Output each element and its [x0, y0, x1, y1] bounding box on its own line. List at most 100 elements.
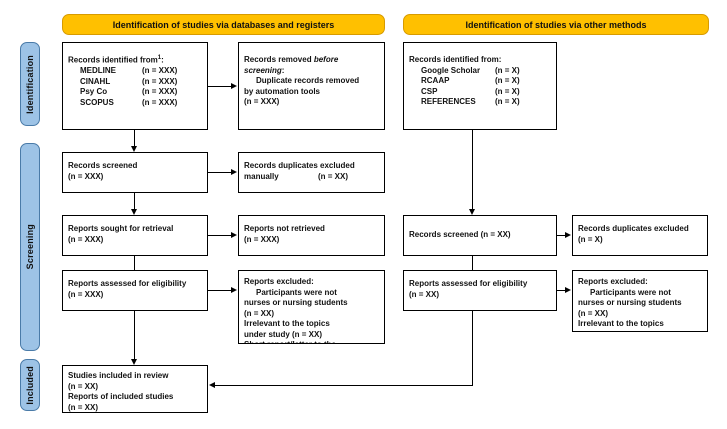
records-identified-superscript: 1: [157, 55, 162, 61]
reports-excluded-right-reason: (n = XX): [578, 308, 609, 318]
connector-screened-right-to-duplicates: [557, 235, 566, 236]
records-identified-heading: Records identified from1:: [68, 55, 164, 65]
connector-screened-right-to-assessed: [472, 256, 473, 274]
source-count: (n = XXX): [142, 66, 178, 76]
arrowhead-screened-right-to-duplicates: [565, 232, 571, 238]
arrowhead-sought-to-not-retrieved: [231, 232, 237, 238]
box-reports-excluded-left: Reports excluded: Participants were not …: [238, 270, 385, 344]
connector-right-assessed-to-included-vertical: [472, 311, 473, 385]
connector-screened-to-sought: [134, 193, 135, 211]
box-reports-assessed-left: Reports assessed for eligibility (n = XX…: [62, 270, 208, 311]
reports-not-retrieved-line-2: (n = XXX): [244, 234, 280, 244]
banner-other-label: Identification of studies via other meth…: [465, 19, 647, 30]
connector-other-identified-to-screened: [472, 130, 473, 211]
records-removed-line-1: Records removed before: [244, 55, 339, 64]
box-records-screened-right: Records screened (n = XX): [403, 215, 557, 256]
source-count: (n = X): [495, 65, 520, 75]
records-identified-other-heading: Records identified from:: [409, 55, 502, 64]
records-removed-line-4: by automation tools: [244, 86, 320, 96]
reports-excluded-left-reason: Irrelevant to the topics: [244, 319, 330, 329]
arrowhead-screened-to-sought: [131, 209, 137, 215]
studies-included-line-1: Studies included in review: [68, 371, 169, 380]
records-screened-left-line-1: Records screened: [68, 161, 138, 170]
duplicates-right-line-1: Records duplicates excluded: [578, 224, 689, 233]
connector-assessed-to-excluded-left: [208, 290, 232, 291]
reports-excluded-right-reason: Participants were not: [590, 287, 671, 297]
source-row: REFERENCES (n = X): [409, 97, 551, 108]
source-count: (n = XXX): [142, 97, 178, 107]
source-name: REFERENCES: [421, 97, 476, 107]
source-name: CINAHL: [80, 76, 111, 86]
reports-excluded-left-reason: (n = XX): [244, 308, 275, 318]
reports-excluded-right-heading: Reports excluded:: [578, 277, 648, 286]
source-row: CINAHL (n = XXX): [68, 77, 202, 88]
reports-sought-line-1: Reports sought for retrieval: [68, 224, 174, 233]
box-records-identified-other: Records identified from: Google Scholar …: [403, 42, 557, 130]
source-name: Google Scholar: [421, 65, 481, 75]
connector-identified-to-removed: [208, 86, 232, 87]
phase-bar-identification: Identification: [20, 42, 40, 126]
reports-not-retrieved-line-1: Reports not retrieved: [244, 224, 325, 233]
duplicates-manual-line-2: manually (n = XX): [244, 172, 379, 183]
arrowhead-assessed-to-excluded-left: [231, 287, 237, 293]
source-row: Psy Co (n = XXX): [68, 87, 202, 98]
box-records-identified: Records identified from1: MEDLINE (n = X…: [62, 42, 208, 130]
phase-label-screening: Screening: [25, 224, 35, 270]
box-studies-included-in-review: Studies included in review (n = XX) Repo…: [62, 365, 208, 413]
source-name: CSP: [421, 86, 438, 96]
records-removed-line-3: Duplicate records removed: [256, 76, 360, 86]
connector-assessed-to-included: [134, 311, 135, 361]
source-row: CSP (n = X): [409, 87, 551, 98]
reports-excluded-right-reason: nurses or nursing students: [578, 298, 682, 308]
source-count: (n = X): [495, 76, 520, 86]
arrowhead-assessed-to-included: [131, 359, 137, 365]
studies-included-line-2: (n = XX): [68, 381, 99, 391]
arrowhead-screened-to-duplicates: [231, 169, 237, 175]
arrowhead-right-assessed-to-included: [209, 382, 215, 388]
source-count: (n = XXX): [142, 76, 178, 86]
phase-bar-screening: Screening: [20, 143, 40, 351]
reports-excluded-left-reason: under study (n = XX): [244, 329, 323, 339]
source-row: MEDLINE (n = XXX): [68, 66, 202, 77]
reports-excluded-left-reason: Participants were not: [256, 287, 337, 297]
phase-label-identification: Identification: [25, 54, 35, 114]
reports-excluded-left-heading: Reports excluded:: [244, 277, 314, 286]
phase-label-included: Included: [25, 365, 35, 405]
connector-right-assessed-to-included-horizontal: [215, 385, 473, 386]
reports-excluded-left-reason: nurses or nursing students: [244, 298, 348, 308]
reports-excluded-right-reason: Irrelevant to the topics: [578, 319, 664, 329]
duplicates-right-line-2: (n = X): [578, 234, 603, 244]
arrowhead-identified-to-screened: [131, 146, 137, 152]
source-name: MEDLINE: [80, 66, 116, 76]
box-records-removed-before-screening: Records removed before screening: Duplic…: [238, 42, 385, 130]
source-row: RCAAP (n = X): [409, 76, 551, 87]
box-duplicates-excluded-manually: Records duplicates excluded manually (n …: [238, 152, 385, 193]
box-reports-excluded-right: Reports excluded: Participants were not …: [572, 270, 708, 332]
records-screened-left-line-2: (n = XXX): [68, 171, 104, 181]
source-row: Google Scholar (n = X): [409, 66, 551, 77]
source-count: (n = X): [495, 97, 520, 107]
reports-sought-line-2: (n = XXX): [68, 234, 104, 244]
connector-sought-to-assessed: [134, 256, 135, 274]
reports-excluded-left-reason: Short report/letter to the: [244, 340, 379, 343]
source-row: SCOPUS (n = XXX): [68, 98, 202, 109]
box-reports-sought-for-retrieval: Reports sought for retrieval (n = XXX): [62, 215, 208, 256]
box-duplicates-excluded-right: Records duplicates excluded (n = X): [572, 215, 708, 256]
records-screened-right-line-1: Records screened (n = XX): [409, 230, 511, 239]
connector-identified-to-screened: [134, 130, 135, 148]
source-count: (n = X): [495, 86, 520, 96]
connector-assessed-right-to-excluded: [557, 290, 566, 291]
box-records-screened-left: Records screened (n = XXX): [62, 152, 208, 193]
reports-assessed-right-line-2: (n = XX): [409, 289, 440, 299]
box-reports-not-retrieved: Reports not retrieved (n = XXX): [238, 215, 385, 256]
duplicates-manual-count: (n = XX): [318, 171, 349, 181]
studies-included-line-3: Reports of included studies: [68, 392, 174, 402]
duplicates-manual-line-1: Records duplicates excluded: [244, 161, 355, 170]
banner-databases-registers: Identification of studies via databases …: [62, 14, 385, 35]
reports-assessed-left-line-1: Reports assessed for eligibility: [68, 279, 187, 288]
duplicates-manual-label: manually: [244, 171, 279, 181]
source-count: (n = XXX): [142, 87, 178, 97]
banner-other-methods: Identification of studies via other meth…: [403, 14, 709, 35]
reports-assessed-right-line-1: Reports assessed for eligibility: [409, 279, 528, 288]
